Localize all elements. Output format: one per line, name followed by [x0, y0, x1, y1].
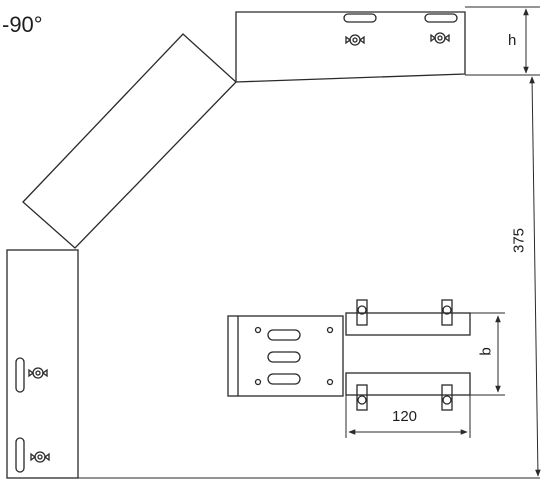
bolt-icon	[430, 32, 450, 44]
diagonal-tray-segment	[22, 33, 237, 249]
bolt-icon	[28, 367, 48, 379]
left-tray-segment	[6, 249, 79, 479]
angle-label: -90°	[2, 12, 43, 37]
dimension-b-label: b	[477, 347, 495, 356]
bolt-icon	[30, 451, 50, 463]
dimension-lines	[78, 6, 541, 479]
dimension-width-label: 120	[392, 408, 418, 425]
bolt-icon	[345, 34, 365, 46]
dimension-length-label: 375	[510, 227, 528, 254]
connector-detail	[227, 299, 505, 438]
bolt-icon	[356, 299, 453, 411]
top-tray-segment	[235, 11, 466, 83]
dimension-h-label: h	[508, 32, 517, 49]
